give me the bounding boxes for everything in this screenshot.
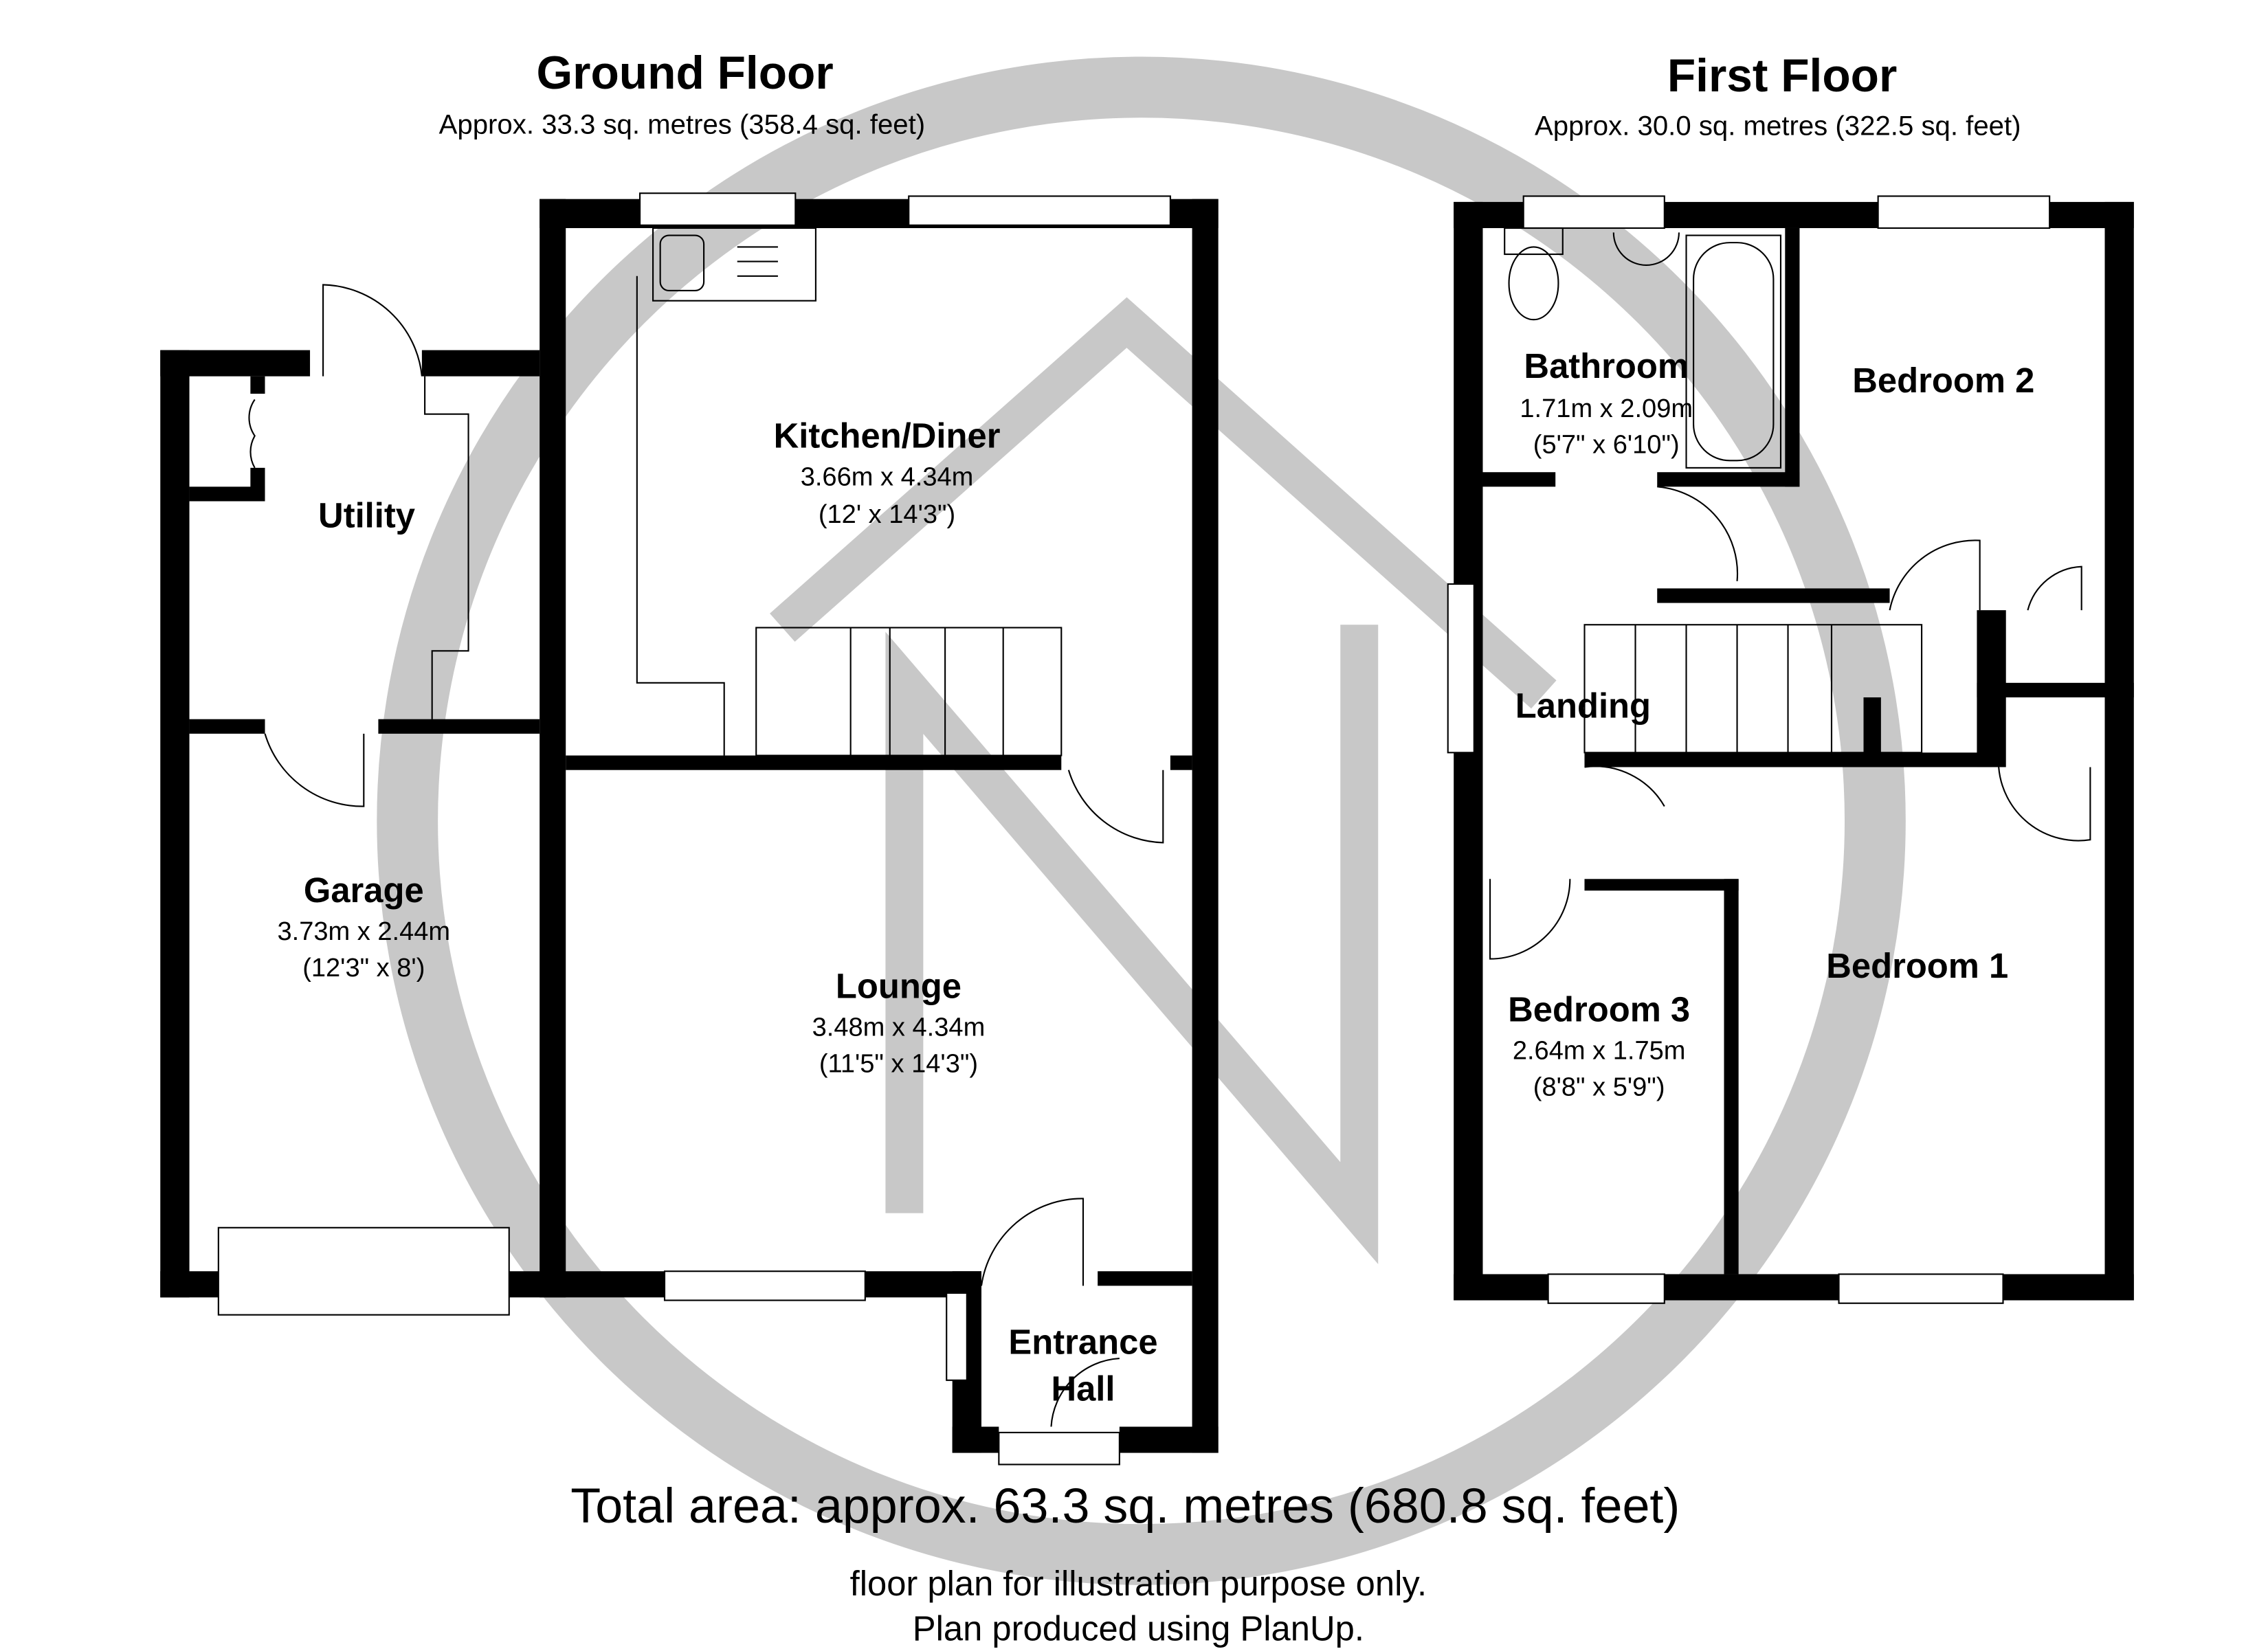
ground-floor-fixtures [248, 227, 1164, 1427]
room-bathroom-metric: 1.71m x 2.09m [1520, 394, 1693, 423]
ground-floor-walls [160, 199, 1219, 1453]
room-lounge-metric: 3.48m x 4.34m [812, 1013, 986, 1042]
room-garage-imperial: (12'3" x 8') [302, 954, 425, 983]
room-landing: Landing [1515, 686, 1651, 726]
watermark-logo [377, 56, 1906, 1585]
room-kitchen-diner-metric: 3.66m x 4.34m [801, 462, 974, 491]
room-garage: Garage [304, 871, 424, 910]
ground-floor-title: Ground Floor [537, 47, 834, 99]
room-entrance-hall-line2: Hall [1051, 1369, 1115, 1408]
room-bedroom-3: Bedroom 3 [1508, 990, 1690, 1029]
room-bedroom-3-metric: 2.64m x 1.75m [1513, 1036, 1686, 1065]
first-floor-fixtures [1489, 227, 2091, 960]
room-utility: Utility [318, 496, 415, 535]
ground-floor-windows [217, 192, 1171, 1466]
total-area: Total area: approx. 63.3 sq. metres (680… [570, 1479, 1680, 1534]
room-kitchen-diner: Kitchen/Diner [774, 416, 1001, 455]
room-lounge-imperial: (11'5" x 14'3") [819, 1050, 978, 1079]
room-bedroom-3-imperial: (8'8" x 5'9") [1533, 1073, 1665, 1101]
first-floor-area: Approx. 30.0 sq. metres (322.5 sq. feet) [1535, 111, 2021, 142]
room-entrance-hall: Entrance [1008, 1323, 1157, 1362]
room-garage-metric: 3.73m x 2.44m [277, 917, 450, 946]
first-floor-title: First Floor [1667, 50, 1898, 102]
room-bathroom-imperial: (5'7" x 6'10") [1533, 431, 1680, 460]
room-bathroom: Bathroom [1524, 346, 1689, 385]
produced-by: Plan produced using PlanUp. [913, 1608, 1364, 1648]
room-bedroom-1: Bedroom 1 [1826, 946, 2008, 985]
ground-floor-area: Approx. 33.3 sq. metres (358.4 sq. feet) [439, 109, 926, 140]
first-floor-windows [1447, 195, 2051, 1304]
disclaimer: floor plan for illustration purpose only… [850, 1564, 1427, 1603]
room-lounge: Lounge [836, 967, 961, 1006]
room-kitchen-diner-imperial: (12' x 14'3") [819, 500, 955, 529]
room-bedroom-2: Bedroom 2 [1852, 361, 2034, 400]
